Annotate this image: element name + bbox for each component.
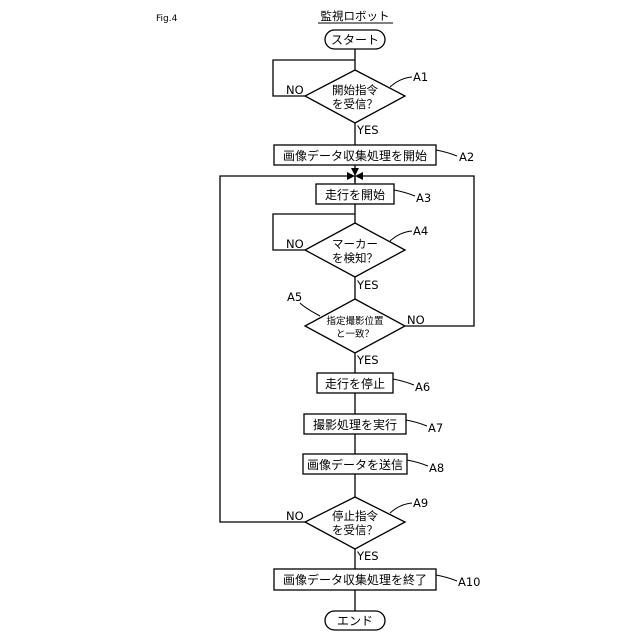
a5-yes-label: YES — [356, 353, 379, 367]
a1-yes-label: YES — [356, 123, 379, 137]
flowchart-title: 監視ロボット — [321, 9, 390, 23]
a10-ref: A10 — [458, 575, 481, 589]
a3-ref: A3 — [416, 191, 431, 205]
a7-ref: A7 — [428, 421, 443, 435]
process-a6-label: 走行を停止 — [325, 376, 385, 391]
decision-a1-line2: を受信？ — [332, 97, 378, 111]
decision-a9-line2: を受信？ — [332, 523, 378, 537]
a9-ref: A9 — [413, 496, 428, 510]
a9-ref-leader — [390, 503, 412, 513]
a1-no-label: NO — [286, 83, 304, 97]
a6-ref: A6 — [415, 380, 430, 394]
process-a7-label: 撮影処理を実行 — [313, 417, 397, 432]
a8-ref-leader — [407, 460, 428, 466]
decision-a9-line1: 停止指令 — [332, 509, 378, 523]
a3-ref-leader — [394, 190, 415, 196]
a2-ref: A2 — [459, 150, 474, 164]
a10-ref-leader — [436, 575, 457, 581]
process-a10-label: 画像データ収集処理を終了 — [283, 572, 427, 587]
a4-ref: A4 — [413, 224, 428, 238]
a8-ref: A8 — [429, 461, 444, 475]
a1-ref: A1 — [413, 70, 428, 84]
a5-no-label: NO — [407, 313, 425, 327]
process-a8-label: 画像データを送信 — [307, 457, 403, 472]
a9-yes-label: YES — [356, 549, 379, 563]
a5-ref-leader — [300, 303, 320, 316]
a4-no-label: NO — [286, 237, 304, 251]
a6-ref-leader — [393, 379, 414, 385]
a5-ref: A5 — [287, 290, 302, 304]
a2-ref-leader — [436, 150, 457, 156]
a9-no-label: NO — [286, 509, 304, 523]
decision-a4-line2: を検知？ — [332, 251, 378, 265]
decision-a5-line1: 指定撮影位置 — [326, 315, 383, 327]
a4-yes-label: YES — [356, 278, 379, 292]
decision-a5-line2: と一致？ — [336, 328, 374, 340]
a4-ref-leader — [390, 231, 412, 241]
end-label: エンド — [337, 614, 373, 628]
a1-ref-leader — [390, 77, 412, 87]
decision-a4-line1: マーカー — [332, 237, 378, 251]
decision-a1-line1: 開始指令 — [332, 83, 378, 97]
process-a2-label: 画像データ収集処理を開始 — [283, 148, 427, 163]
process-a3-label: 走行を開始 — [325, 188, 385, 202]
figure-label: Fig.4 — [156, 14, 178, 24]
a7-ref-leader — [406, 420, 427, 426]
start-label: スタート — [331, 33, 379, 47]
